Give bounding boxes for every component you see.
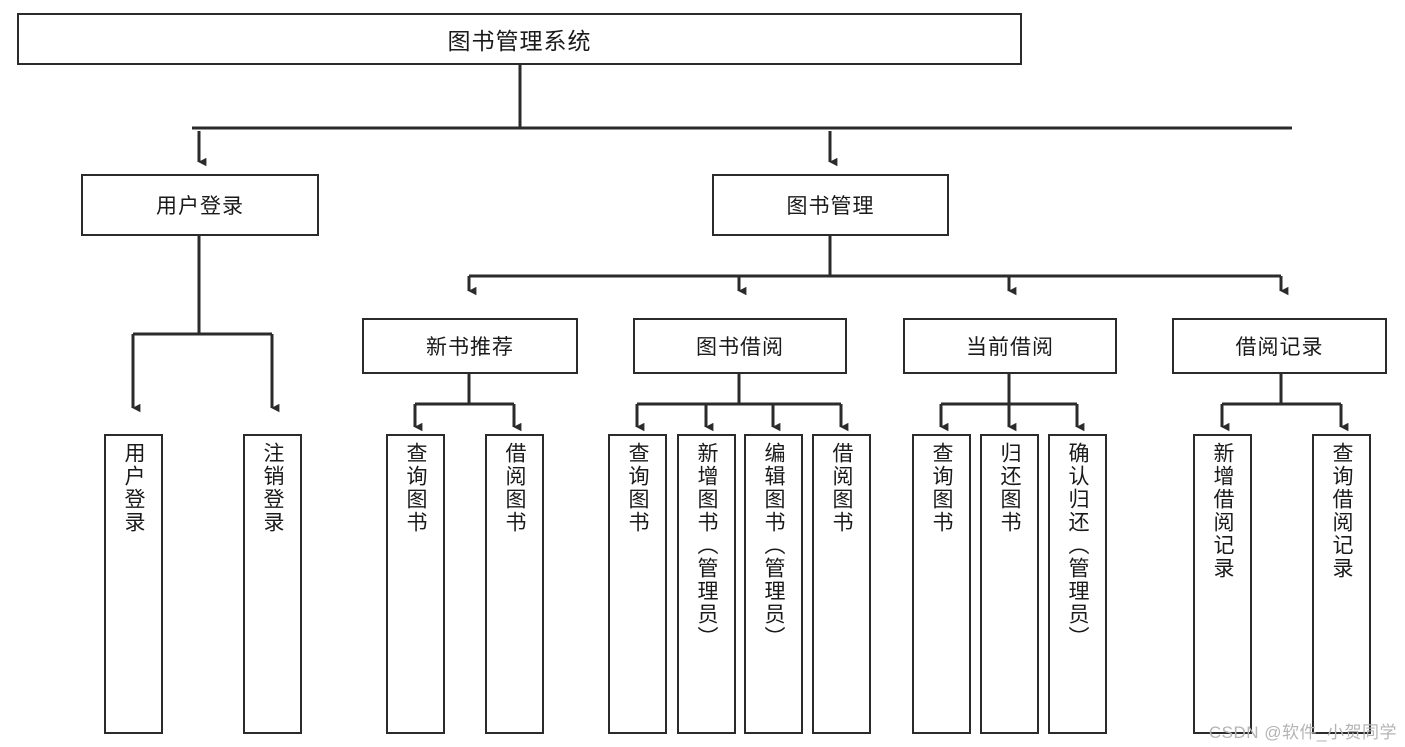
leaf-user-logout-label: 注销登录 [261,442,284,534]
leaf-query-book-1[interactable]: 查询图书 [386,434,445,734]
node-book-manage-label: 图书管理 [786,195,875,218]
node-book-borrow-label: 图书借阅 [696,336,784,359]
leaf-borrow-book-2-label: 借阅图书 [830,442,853,534]
leaf-query-book-2[interactable]: 查询图书 [608,434,667,734]
node-new-book-recommend-label: 新书推荐 [426,336,514,359]
node-user-login-label: 用户登录 [156,195,244,218]
leaf-add-record[interactable]: 新增借阅记录 [1193,434,1252,734]
node-root-label: 图书管理系统 [447,28,592,54]
leaf-confirm-return-label: 确认归还（管理员） [1066,442,1089,649]
leaf-add-book-label: 新增图书（管理员） [695,442,718,649]
leaf-return-book-label: 归还图书 [998,442,1021,534]
leaf-query-record[interactable]: 查询借阅记录 [1312,434,1371,734]
node-book-borrow[interactable]: 图书借阅 [633,318,847,374]
leaf-query-book-1-label: 查询图书 [404,442,427,534]
leaf-query-book-2-label: 查询图书 [626,442,649,534]
leaf-confirm-return[interactable]: 确认归还（管理员） [1048,434,1107,734]
node-book-manage[interactable]: 图书管理 [712,174,949,236]
node-root[interactable]: 图书管理系统 [17,13,1022,65]
node-user-login[interactable]: 用户登录 [81,174,319,236]
leaf-return-book[interactable]: 归还图书 [980,434,1039,734]
leaf-borrow-book-1-label: 借阅图书 [503,442,526,534]
leaf-query-record-label: 查询借阅记录 [1330,442,1353,580]
node-borrow-record[interactable]: 借阅记录 [1172,318,1387,374]
node-current-borrow[interactable]: 当前借阅 [903,318,1117,374]
node-new-book-recommend[interactable]: 新书推荐 [362,318,578,374]
watermark: CSDN @软件_小贺同学 [1208,723,1397,742]
leaf-query-book-3[interactable]: 查询图书 [912,434,971,734]
leaf-add-book[interactable]: 新增图书（管理员） [677,434,736,734]
leaf-edit-book[interactable]: 编辑图书（管理员） [744,434,803,734]
leaf-query-book-3-label: 查询图书 [930,442,953,534]
leaf-add-record-label: 新增借阅记录 [1211,442,1234,580]
leaf-user-login-label: 用户登录 [122,442,145,534]
leaf-user-login[interactable]: 用户登录 [104,434,163,734]
node-current-borrow-label: 当前借阅 [966,336,1054,359]
leaf-borrow-book-1[interactable]: 借阅图书 [485,434,544,734]
leaf-borrow-book-2[interactable]: 借阅图书 [812,434,871,734]
node-borrow-record-label: 借阅记录 [1235,336,1324,359]
leaf-user-logout[interactable]: 注销登录 [243,434,302,734]
leaf-edit-book-label: 编辑图书（管理员） [762,442,785,649]
